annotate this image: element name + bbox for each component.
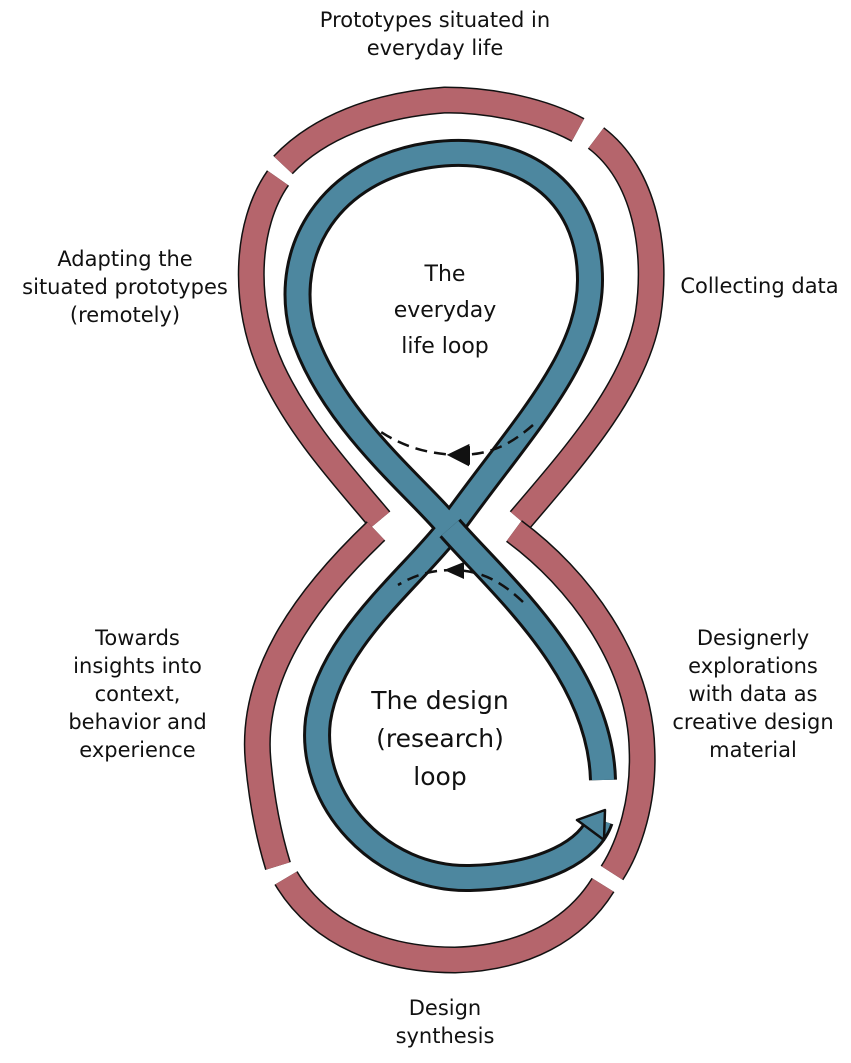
label-top: Prototypes situated in everyday life xyxy=(319,8,551,60)
inner-loop-lower-right-path xyxy=(441,520,614,781)
outer-band xyxy=(237,86,665,974)
label-left-lower: Towards insights into context, behavior … xyxy=(68,626,207,762)
label-right-lower: Designerly explorations with data as cre… xyxy=(672,626,834,762)
outer-band-bottom-segment xyxy=(275,871,614,973)
outer-band-left-lower-segment xyxy=(245,522,385,870)
inner-loop-upper-path xyxy=(286,141,611,890)
inner-loop xyxy=(283,138,617,893)
label-upper-loop: The everyday life loop xyxy=(393,262,497,359)
label-left-upper: Adapting the situated prototypes (remote… xyxy=(22,247,228,327)
label-lower-loop: The design (research) loop xyxy=(371,686,509,791)
dashed-arrow-upper-head xyxy=(450,446,470,465)
label-right-upper: Collecting data xyxy=(680,274,839,298)
outer-band-top-left-segment xyxy=(274,87,584,174)
dashed-arrow-lower-head xyxy=(444,562,464,579)
label-bottom: Design synthesis xyxy=(395,996,495,1048)
outer-band-right-lower-segment xyxy=(506,521,655,880)
outer-band-left-upper-segment xyxy=(239,171,390,528)
inner-loop-arrowhead xyxy=(575,808,607,842)
outer-band-top-right-segment xyxy=(510,128,664,528)
